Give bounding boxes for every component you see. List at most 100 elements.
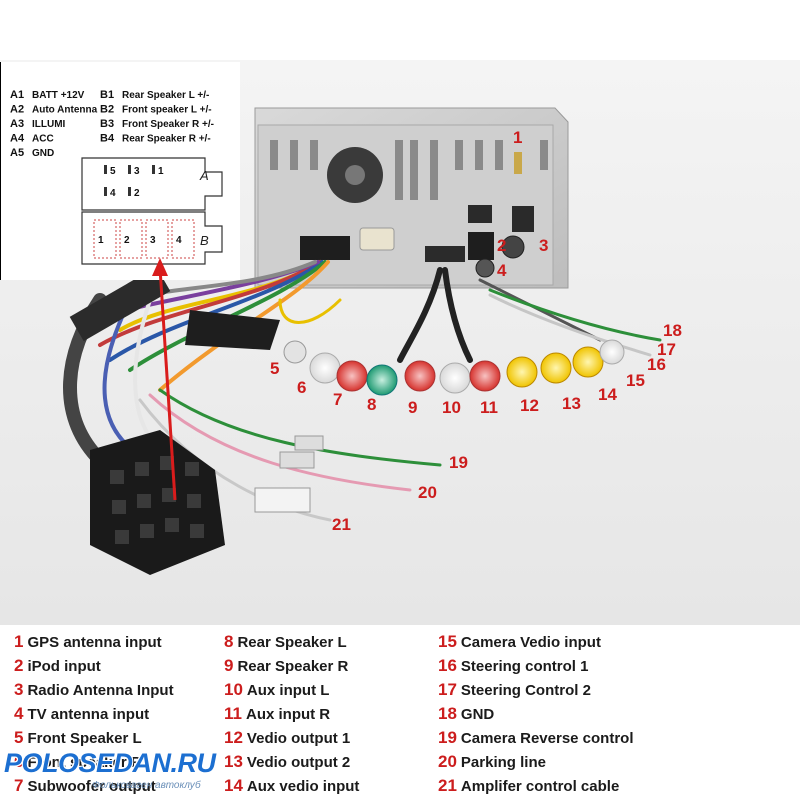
pin-label: Rear Speaker R +/- xyxy=(122,134,211,145)
callout-18: 18 xyxy=(663,321,682,340)
legend-number: 20 xyxy=(438,752,457,771)
pin-code: A4 xyxy=(10,133,25,145)
legend-number: 10 xyxy=(224,680,243,699)
ipod-socket xyxy=(468,232,494,260)
watermark-brand: POLOSEDAN.RU xyxy=(4,748,216,778)
legend-label: Amplifer control cable xyxy=(460,778,620,795)
callout-9: 9 xyxy=(408,398,417,417)
pin-cavity xyxy=(93,219,117,259)
pin-number: 4 xyxy=(176,235,182,246)
callout-1: 1 xyxy=(513,128,522,147)
pin-code: A2 xyxy=(10,104,24,116)
legend-label: Radio Antenna Input xyxy=(27,682,174,699)
pin-number: 3 xyxy=(150,235,156,246)
pin-code: B2 xyxy=(100,104,114,116)
pin-number: 2 xyxy=(134,188,140,199)
pin-label: ILLUMI xyxy=(32,119,66,130)
legend-number: 4 xyxy=(14,704,24,723)
connector-b-outline xyxy=(81,211,223,265)
pin-slot xyxy=(128,187,131,196)
gps-antenna-connector xyxy=(514,152,522,174)
legend-number: 2 xyxy=(14,656,24,675)
pin-label: Front speaker L +/- xyxy=(122,105,212,116)
pin-number: 5 xyxy=(110,166,116,177)
legend-number: 11 xyxy=(224,704,242,723)
legend-label: Front speaker R xyxy=(27,754,142,771)
pin-label: Rear Speaker L +/- xyxy=(122,90,209,101)
legend-label: Aux vedio input xyxy=(246,778,360,795)
legend-number: 1 xyxy=(14,632,24,651)
callout-6: 6 xyxy=(297,378,306,397)
watermark-tagline: Фольксваген автоклуб xyxy=(92,780,201,791)
legend-number: 8 xyxy=(224,632,234,651)
pin-code: B4 xyxy=(100,133,115,145)
head-unit xyxy=(254,107,569,289)
legend-label: Camera Reverse control xyxy=(460,730,634,747)
legend-number: 16 xyxy=(438,656,457,675)
pin-slot xyxy=(104,187,107,196)
callout-11: 11 xyxy=(480,398,498,417)
legend-number: 18 xyxy=(438,704,457,723)
legend-label: Steering Control 2 xyxy=(460,682,591,699)
legend-label: Subwoofer output xyxy=(27,778,156,795)
pin-cavity xyxy=(119,219,143,259)
callout-19: 19 xyxy=(449,453,468,472)
connector-a-outline xyxy=(81,157,223,211)
connector-b-letter: B xyxy=(200,233,209,248)
callout-21: 21 xyxy=(332,515,351,534)
callout-3: 3 xyxy=(539,236,548,255)
pin-code: B3 xyxy=(100,118,114,130)
callout-5: 5 xyxy=(270,359,279,378)
pin-code: A5 xyxy=(10,147,24,159)
legend-number: 15 xyxy=(438,632,457,651)
callout-20: 20 xyxy=(418,483,437,502)
callout-4: 4 xyxy=(497,261,507,280)
legend-label: Aux input L xyxy=(246,682,330,699)
legend-label: Camera Vedio input xyxy=(460,634,601,651)
pin-cavity xyxy=(171,219,195,259)
pin-slot xyxy=(152,165,155,174)
legend-number: 5 xyxy=(14,728,24,747)
pin-cavity xyxy=(145,219,169,259)
callout-15: 15 xyxy=(626,371,645,390)
callout-13: 13 xyxy=(562,394,581,413)
legend-number: 17 xyxy=(438,680,457,699)
legend-number: 19 xyxy=(438,728,457,747)
legend-label: Aux input R xyxy=(245,706,331,723)
legend-number: 13 xyxy=(224,752,243,771)
legend-number: 12 xyxy=(224,728,243,747)
callout-12: 12 xyxy=(520,396,539,415)
legend-label: Vedio output 1 xyxy=(246,730,351,747)
pin-label: Front Speaker R +/- xyxy=(122,119,214,130)
pin-number: 2 xyxy=(124,235,130,246)
callout-2: 2 xyxy=(497,236,506,255)
legend-label: GPS antenna input xyxy=(27,634,162,651)
legend-label: iPod input xyxy=(27,658,101,675)
pin-code: B1 xyxy=(100,89,114,101)
legend-label: TV antenna input xyxy=(27,706,150,723)
